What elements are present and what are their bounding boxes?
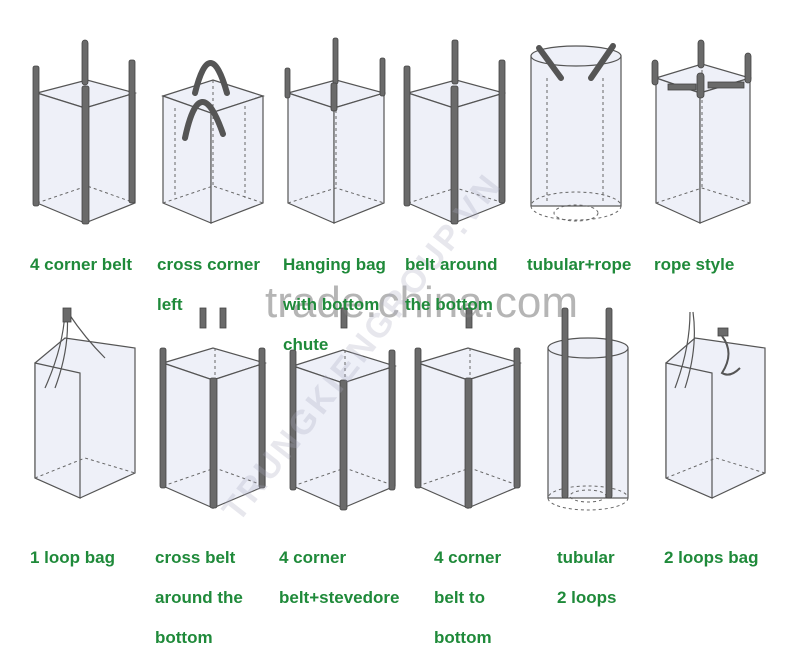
bag-illustration-1-loop-bag	[34, 307, 136, 499]
label-line: the bottom	[405, 295, 493, 314]
label-tubular-2-loops: tubular 2 loops	[557, 528, 617, 628]
label-line: left	[157, 295, 183, 314]
label-line: 1 loop bag	[30, 548, 115, 567]
label-line: belt+stevedore	[279, 588, 400, 607]
bag-illustration-tubular-2-loops	[547, 307, 629, 511]
label-line: belt around	[405, 255, 498, 274]
label-cross-belt-around-bottom: cross belt around the bottom	[155, 528, 243, 668]
bag-illustration-rope-style	[651, 39, 753, 224]
bag-illustration-tubular-rope	[530, 43, 622, 222]
label-2-loops-bag: 2 loops bag	[664, 528, 758, 588]
bag-illustration-4-corner-belt-stevedore	[289, 307, 397, 511]
bag-illustration-4-corner-belt-to-bottom	[414, 307, 523, 509]
label-line: 2 loops bag	[664, 548, 759, 567]
label-line: 4 corner	[434, 548, 502, 567]
label-line: cross belt	[155, 548, 236, 567]
label-line: Hanging bag	[283, 255, 386, 274]
label-rope-style: rope style	[654, 235, 734, 295]
label-line: cross corner	[157, 255, 260, 274]
label-cross-corner-left: cross corner left	[157, 235, 260, 335]
label-1-loop-bag: 1 loop bag	[30, 528, 115, 588]
label-tubular-rope: tubular+rope	[527, 235, 631, 295]
bag-illustration-cross-corner-left	[161, 60, 265, 224]
label-line: rope style	[654, 255, 735, 274]
label-line: 2 loops	[557, 588, 617, 607]
bag-illustration-belt-around-bottom	[403, 39, 507, 225]
label-line: 4 corner belt	[30, 255, 133, 274]
bag-illustration-2-loops-bag	[665, 311, 766, 499]
bag-illustration-cross-belt-around-bottom	[159, 307, 268, 509]
label-4-corner-belt-stevedore: 4 corner belt+stevedore	[279, 528, 399, 628]
label-line: tubular+rope	[527, 255, 632, 274]
label-4-corner-belt: 4 corner belt	[30, 235, 132, 295]
label-belt-around-bottom: belt around the bottom	[405, 235, 498, 335]
label-line: 4 corner	[279, 548, 347, 567]
bag-illustration-hanging-bag	[284, 37, 387, 224]
label-line: around the	[155, 588, 243, 607]
bag-illustration-4-corner-belt	[32, 39, 138, 225]
label-line: chute	[283, 335, 329, 354]
label-hanging-bag: Hanging bag with bottom chute	[283, 235, 386, 375]
label-line: bottom	[434, 628, 492, 647]
label-line: tubular	[557, 548, 615, 567]
watermark-text: trade.china.com	[265, 278, 579, 327]
label-line: bottom	[155, 628, 213, 647]
label-line: belt to	[434, 588, 485, 607]
label-4-corner-belt-to-bottom: 4 corner belt to bottom	[434, 528, 501, 668]
label-line: with bottom	[283, 295, 380, 314]
